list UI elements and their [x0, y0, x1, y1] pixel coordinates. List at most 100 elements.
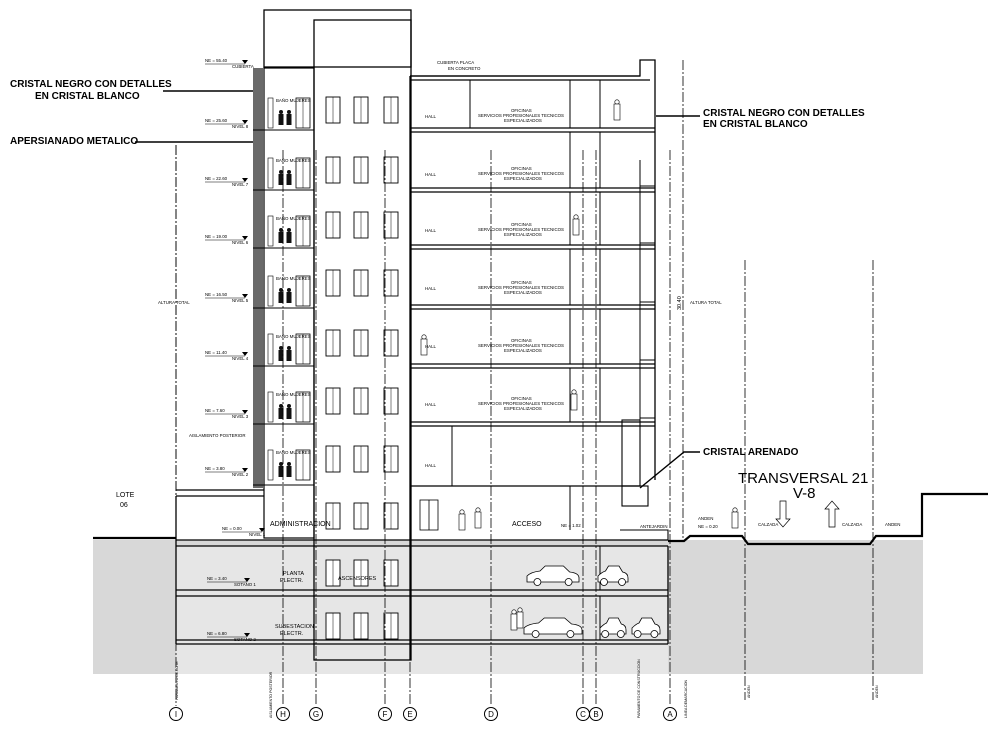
arrow-down-icon — [775, 500, 791, 528]
callout-cristal-right-2: EN CRISTAL BLANCO — [703, 119, 808, 130]
subestacion-2: ELECTR. — [280, 631, 304, 637]
left-tower-top — [263, 9, 412, 68]
ground-line — [93, 492, 988, 546]
axis-bubble: B — [589, 707, 603, 721]
bath-label: BAÑO MUJERES — [276, 450, 311, 455]
note-aislamiento: AISLAMIENTO POSTERIOR — [269, 671, 273, 718]
oficinas-label: OFICINAS — [511, 108, 532, 113]
core-window — [383, 445, 399, 473]
aislamiento-label: AISLAMIENTO POSTERIOR — [189, 433, 246, 438]
oficinas-especializados: ESPECIALIZADOS — [504, 232, 542, 237]
callout-cristal-left-1: CRISTAL NEGRO CON DETALLES — [10, 79, 172, 90]
lot-label-text: LOTE — [116, 492, 135, 499]
level-name: NIVEL 2 — [232, 472, 249, 477]
oficinas-especializados: ESPECIALIZADOS — [504, 176, 542, 181]
level-ne: NE = 55.40 — [205, 58, 228, 63]
altura-total-left: ALTURA TOTAL — [158, 300, 190, 305]
axis-label: F — [383, 710, 388, 719]
person-figure — [458, 509, 466, 531]
entrance-canopy — [621, 485, 649, 507]
car — [631, 617, 661, 638]
core-window — [325, 329, 341, 357]
level-name: NIVEL 8 — [232, 124, 249, 129]
street-name: TRANSVERSAL 21 — [738, 470, 868, 487]
traffic-arrows — [775, 500, 840, 528]
axis-bubble: D — [484, 707, 498, 721]
administracion-label: ADMINISTRACION — [270, 521, 331, 528]
interior-columns — [451, 80, 655, 640]
axis-label: I — [175, 710, 177, 719]
person-figure — [510, 609, 518, 631]
oficinas-servicios: SERVICIOS PROFESIONALES TECNICOS — [478, 227, 564, 232]
person-figure — [613, 99, 621, 121]
acceso-label: ACCESO — [512, 521, 542, 528]
entrance-steps — [620, 529, 669, 540]
bath-label: BAÑO MUJERES — [276, 158, 311, 163]
core-windows — [325, 96, 399, 640]
altura-total-right: ALTURA TOTAL — [690, 300, 722, 305]
core-window — [383, 387, 399, 415]
core-window — [353, 612, 369, 640]
hall-label: HALL — [425, 114, 437, 119]
oficinas-label: OFICINAS — [511, 166, 532, 171]
oficinas-label: OFICINAS — [511, 222, 532, 227]
axis-label: E — [407, 710, 412, 719]
core-window — [353, 269, 369, 297]
level-name: SOTANO 1 — [234, 582, 256, 587]
callout-leaders — [135, 90, 700, 489]
core-window — [325, 211, 341, 239]
bath-window: BAÑO MUJERES — [267, 97, 311, 129]
core-window — [383, 156, 399, 184]
core-window — [325, 387, 341, 415]
axis-label: C — [580, 710, 586, 719]
bath-label: BAÑO MUJERES — [276, 98, 311, 103]
core-window — [383, 211, 399, 239]
callout-apersianado: APERSIANADO METALICO — [10, 136, 138, 147]
street-dashes — [744, 260, 874, 700]
core-window — [325, 96, 341, 124]
level-ne: NE = 19.00 — [205, 234, 228, 239]
core-window — [353, 387, 369, 415]
lot-number: 06 — [120, 502, 128, 509]
ground-labels: ADMINISTRACION ACCESO NE = 1.02 PLANTA E… — [270, 521, 581, 637]
bath-window: BAÑO MUJERES — [267, 391, 311, 423]
bath-window: BAÑO MUJERES — [267, 333, 311, 365]
oficinas-especializados: ESPECIALIZADOS — [504, 118, 542, 123]
level-name: NIVEL 7 — [232, 182, 249, 187]
level-name: NIVEL 4 — [232, 356, 249, 361]
core-window — [325, 269, 341, 297]
oficinas-label: OFICINAS — [511, 338, 532, 343]
level-ne: NE = 0.00 — [222, 526, 242, 531]
hall-label: HALL — [425, 463, 437, 468]
callouts-text: CRISTAL NEGRO CON DETALLES EN CRISTAL BL… — [10, 60, 865, 458]
bath-window: BAÑO MUJERES — [267, 449, 311, 481]
structural-axes — [175, 145, 671, 706]
core-window — [325, 445, 341, 473]
vertical-notes: PARAMENTO DE LOTE AISLAMIENTO POSTERIOR … — [175, 659, 879, 718]
bath-windows: BAÑO MUJERES BAÑO MUJERES BAÑO MUJERES BAÑO… — [267, 97, 311, 481]
hall-label: HALL — [425, 286, 437, 291]
roof-slab — [410, 75, 650, 81]
core-window — [325, 559, 341, 587]
oficinas-servicios: SERVICIOS PROFESIONALES TECNICOS — [478, 401, 564, 406]
core-window — [383, 559, 399, 587]
level-name: SOTANO 2 — [234, 637, 256, 642]
level-ne: NE = 7.60 — [205, 408, 225, 413]
axis-bubble: I — [169, 707, 183, 721]
oficinas-servicios: SERVICIOS PROFESIONALES TECNICOS — [478, 113, 564, 118]
hall-label: HALL — [425, 172, 437, 177]
level-name: NIVEL 1 — [249, 532, 266, 537]
hall-label: HALL — [425, 228, 437, 233]
